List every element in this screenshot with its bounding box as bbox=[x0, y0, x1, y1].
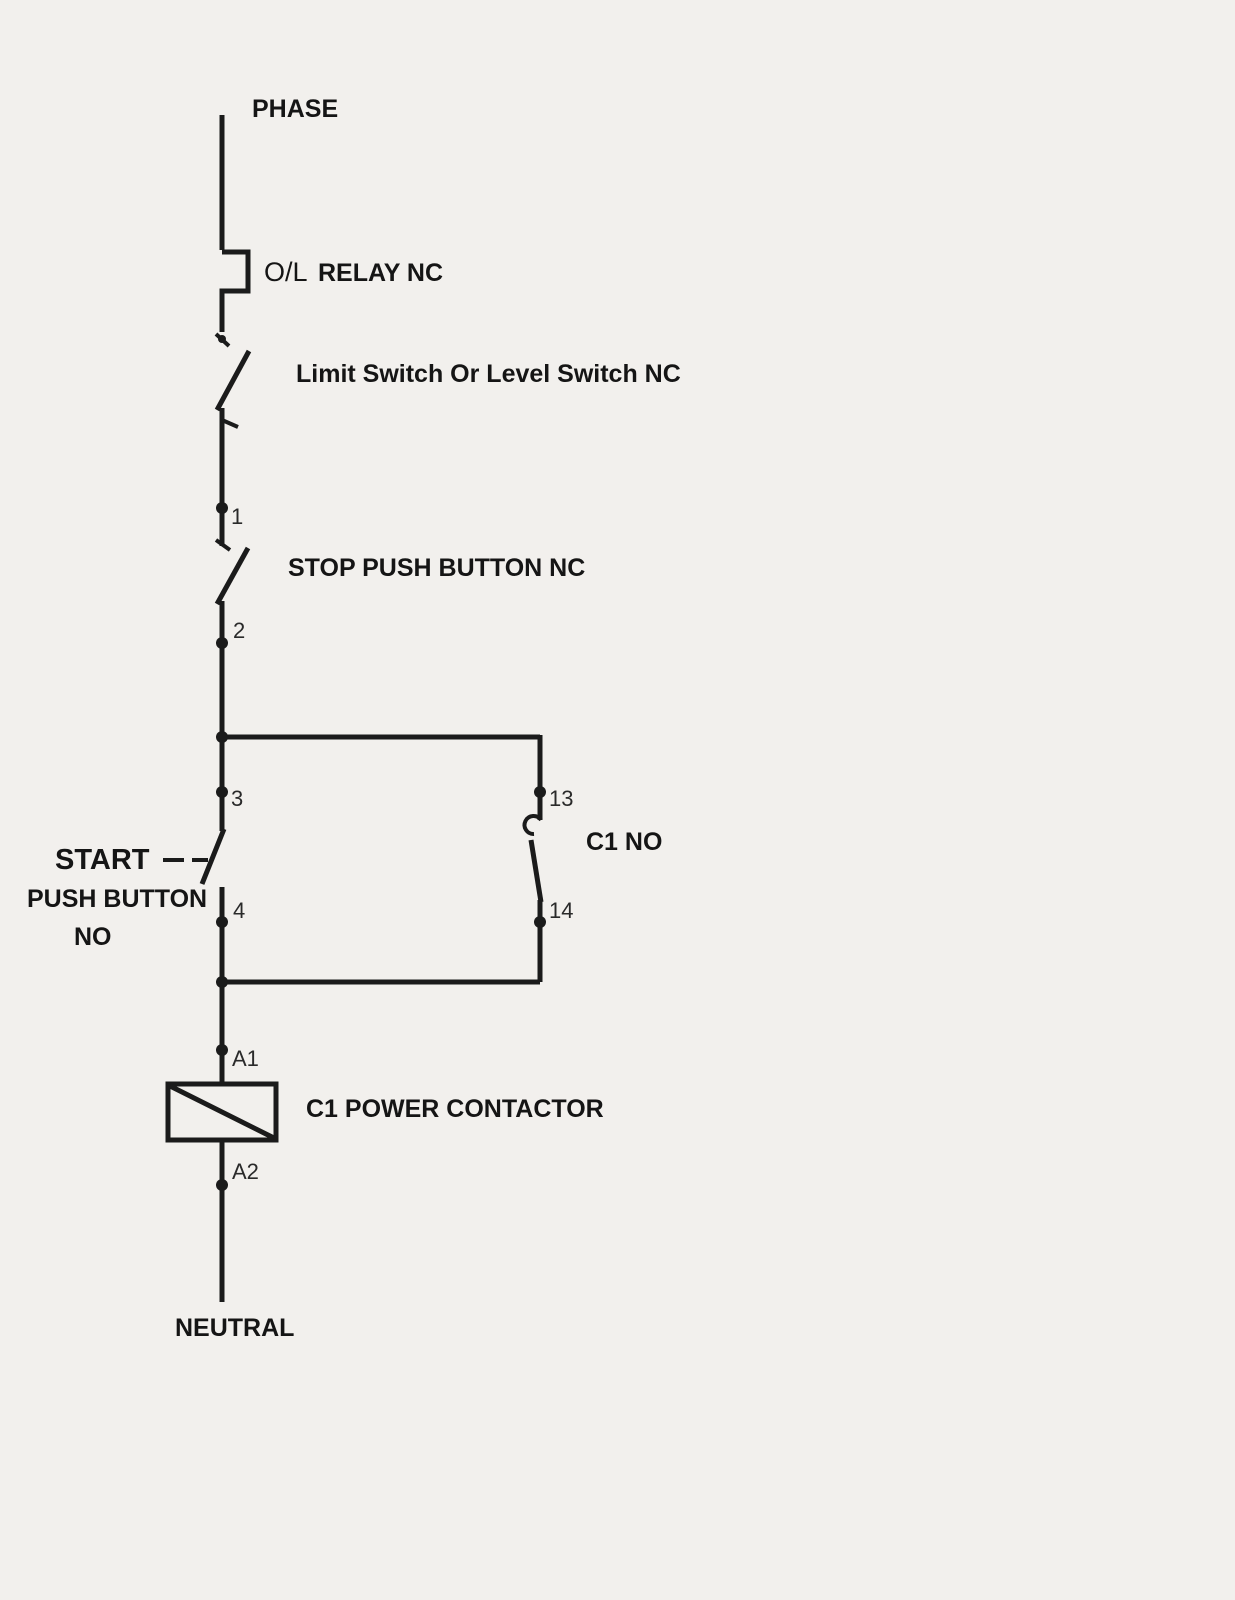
c1-no-blade bbox=[528, 839, 544, 903]
c1-no-hook bbox=[522, 814, 543, 836]
limit-switch-lower-tick bbox=[221, 418, 239, 429]
terminal-1-dot bbox=[216, 502, 228, 514]
terminal-a2-label: A2 bbox=[232, 1159, 259, 1184]
ol-relay-prefix-label: O/L bbox=[264, 257, 308, 287]
phase-label: PHASE bbox=[252, 95, 338, 123]
neutral-label: NEUTRAL bbox=[175, 1314, 294, 1342]
terminal-a1-label: A1 bbox=[232, 1046, 259, 1071]
terminal-3-dot bbox=[216, 786, 228, 798]
terminal-4-label: 4 bbox=[233, 898, 245, 923]
terminal-2-dot bbox=[216, 637, 228, 649]
terminal-14-dot bbox=[534, 916, 546, 928]
terminal-2-label: 2 bbox=[233, 618, 245, 643]
contactor-coil-label: C1 POWER CONTACTOR bbox=[306, 1095, 604, 1123]
start-button-blade bbox=[199, 828, 227, 885]
start-button-label-line2: PUSH BUTTON bbox=[27, 885, 207, 913]
ol-relay-label: RELAY NC bbox=[318, 259, 443, 287]
terminal-a2-dot bbox=[216, 1179, 228, 1191]
stop-contact-tick bbox=[214, 538, 232, 552]
terminal-a1-dot bbox=[216, 1044, 228, 1056]
start-button-label-line1: START bbox=[55, 844, 150, 876]
contactor-coil-diagonal bbox=[168, 1083, 276, 1141]
c1-no-label: C1 NO bbox=[586, 828, 662, 856]
stop-button-label: STOP PUSH BUTTON NC bbox=[288, 554, 585, 582]
overload-relay-nc-symbol bbox=[219, 249, 251, 332]
terminal-1-label: 1 bbox=[231, 504, 243, 529]
limit-switch-blade bbox=[214, 349, 252, 412]
stop-button-blade bbox=[214, 546, 251, 606]
limit-switch-label: Limit Switch Or Level Switch NC bbox=[296, 360, 681, 388]
terminal-4-dot bbox=[216, 916, 228, 928]
limit-switch-contact-dot bbox=[218, 335, 226, 343]
terminal-3-label: 3 bbox=[231, 786, 243, 811]
terminal-13-dot bbox=[534, 786, 546, 798]
terminal-14-label: 14 bbox=[549, 898, 573, 923]
terminal-13-label: 13 bbox=[549, 786, 573, 811]
start-button-label-line3: NO bbox=[74, 923, 112, 951]
